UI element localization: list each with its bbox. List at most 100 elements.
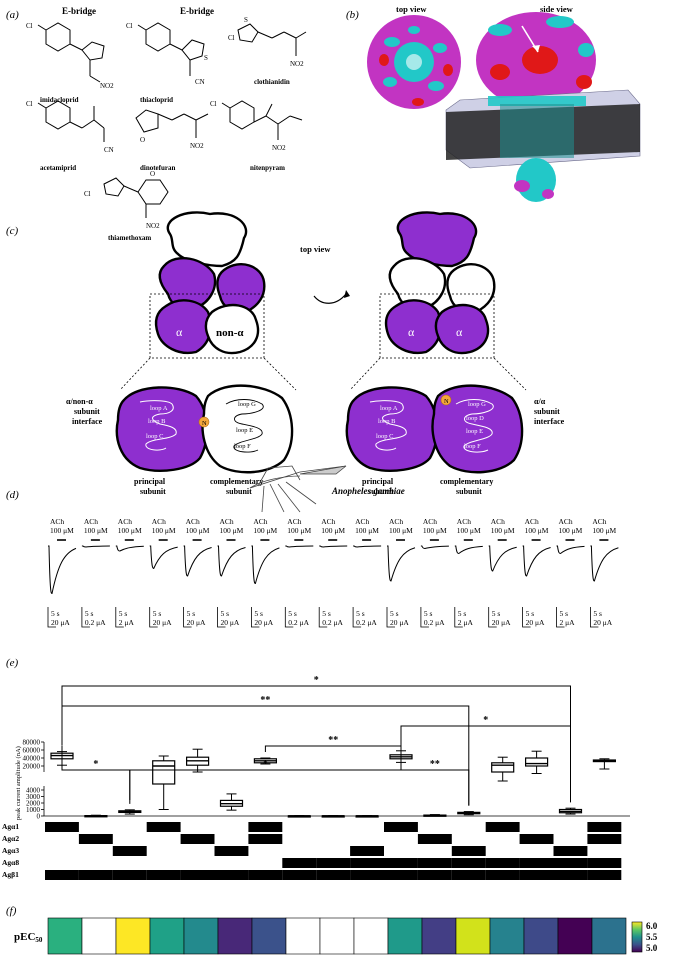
ach-label: ACh xyxy=(389,517,403,526)
time-scale: 5 s xyxy=(424,609,433,618)
structure-nitenpyram xyxy=(221,100,303,140)
cl-atom-6: Cl xyxy=(84,190,91,198)
matrix-cell xyxy=(214,870,249,880)
top-view-label-c: top view xyxy=(300,244,331,254)
non-alpha-label: non-α xyxy=(216,327,244,339)
ach-concentration: 100 μM xyxy=(559,526,583,535)
time-scale: 5 s xyxy=(560,609,569,618)
matrix-cell xyxy=(485,870,520,880)
matrix-cell xyxy=(146,822,181,832)
significance-marker: * xyxy=(93,759,98,770)
panel-c: (c) top view α non-α loop A loop B loop xyxy=(6,211,565,496)
binding-site-marker-right xyxy=(440,394,452,406)
time-scale: 5 s xyxy=(492,609,501,618)
current-scale: 20 μA xyxy=(254,618,273,627)
ach-label: ACh xyxy=(491,517,505,526)
zoom-box-right xyxy=(379,293,495,359)
current-scale: 0.2 μA xyxy=(356,618,377,627)
colorbar-tick-6: 6.0 xyxy=(646,921,658,931)
current-trace xyxy=(217,545,246,577)
significance-bracket xyxy=(61,705,470,806)
matrix-cell xyxy=(587,858,622,868)
alpha-label-right-1: α xyxy=(408,325,415,339)
ach-concentration: 100 μM xyxy=(50,526,74,535)
box xyxy=(152,760,176,785)
pec50-heatmap xyxy=(47,917,627,955)
time-scale: 5 s xyxy=(51,609,60,618)
matrix-cell xyxy=(248,834,283,844)
current-scale: 20 μA xyxy=(526,618,545,627)
binding-site-marker-left xyxy=(198,416,210,428)
panel-label-d: (d) xyxy=(6,489,19,501)
current-trace xyxy=(353,545,382,548)
time-scale: 5 s xyxy=(458,609,467,618)
ach-concentration: 100 μM xyxy=(152,526,176,535)
loop-d-right: loop D xyxy=(466,415,484,422)
ach-label: ACh xyxy=(287,517,301,526)
current-trace xyxy=(522,545,551,577)
time-scale: 5 s xyxy=(593,609,602,618)
current-scale: 20 μA xyxy=(390,618,409,627)
loops-principal-left xyxy=(139,400,177,451)
current-scale: 0.2 μA xyxy=(288,618,309,627)
scale-bar xyxy=(115,607,124,628)
matrix-cell xyxy=(112,870,147,880)
matrix-cell xyxy=(384,870,418,880)
current-trace xyxy=(285,545,314,548)
name-thiacloprid: thiacloprid xyxy=(140,96,173,104)
cl-atom-1: Cl xyxy=(26,22,33,30)
ach-concentration: 100 μM xyxy=(389,526,413,535)
matrix-cell xyxy=(282,870,317,880)
matrix-cell xyxy=(248,822,283,832)
loop-e-left: loop E xyxy=(236,427,253,434)
significance-bracket xyxy=(400,744,470,806)
panel-b: (b) top view side view xyxy=(346,4,641,202)
interface-label-right-1: α/α xyxy=(534,397,546,406)
significance-bracket xyxy=(61,685,571,803)
pec50-label: pEC50 xyxy=(14,931,43,944)
scale-bar xyxy=(488,607,497,628)
heatmap-cell xyxy=(319,917,355,955)
top-view-label-b: top view xyxy=(396,4,427,14)
loops-principal-right xyxy=(369,399,494,453)
ach-concentration: 100 μM xyxy=(355,526,379,535)
name-acetamiprid: acetamiprid xyxy=(40,164,76,172)
species-label: Anopheles gambiae xyxy=(331,486,405,496)
scale-bar xyxy=(81,607,90,628)
current-scale: 2 μA xyxy=(119,618,135,627)
current-trace xyxy=(149,545,178,570)
time-scale: 5 s xyxy=(85,609,94,618)
cl-atom-5: Cl xyxy=(210,100,217,108)
matrix-cell xyxy=(214,846,249,856)
subunit-top-white xyxy=(166,211,248,268)
current-trace xyxy=(48,545,77,595)
matrix-cell xyxy=(553,846,588,856)
ach-label: ACh xyxy=(220,517,234,526)
matrix-cell xyxy=(282,858,317,868)
subunit-row-label: Agα8 xyxy=(2,858,19,867)
current-scale: 0.2 μA xyxy=(424,618,445,627)
ach-label: ACh xyxy=(525,517,539,526)
current-trace xyxy=(319,545,348,548)
matrix-cell xyxy=(78,870,113,880)
subunit-row-label: Agα3 xyxy=(2,846,19,855)
name-thiamethoxam: thiamethoxam xyxy=(108,234,151,242)
interface-label-right-2: subunit xyxy=(534,407,560,416)
matrix-cell xyxy=(485,858,520,868)
matrix-cell xyxy=(112,846,147,856)
cn-1: CN xyxy=(195,78,205,86)
significance-marker: * xyxy=(483,715,488,726)
loops-complementary-left xyxy=(225,399,264,453)
arrow xyxy=(313,293,347,304)
heatmap-cell xyxy=(47,917,83,955)
structure-thiamethoxam xyxy=(103,177,169,218)
ach-label: ACh xyxy=(321,517,335,526)
subunit-row-label: Agα2 xyxy=(2,834,19,843)
ach-concentration: 100 μM xyxy=(84,526,108,535)
no2-2: NO2 xyxy=(290,60,304,68)
heatmap-cell xyxy=(149,917,185,955)
pentamer-left xyxy=(154,211,266,355)
ach-concentration: 100 μM xyxy=(253,526,277,535)
principal-label-left-2: subunit xyxy=(140,487,166,496)
